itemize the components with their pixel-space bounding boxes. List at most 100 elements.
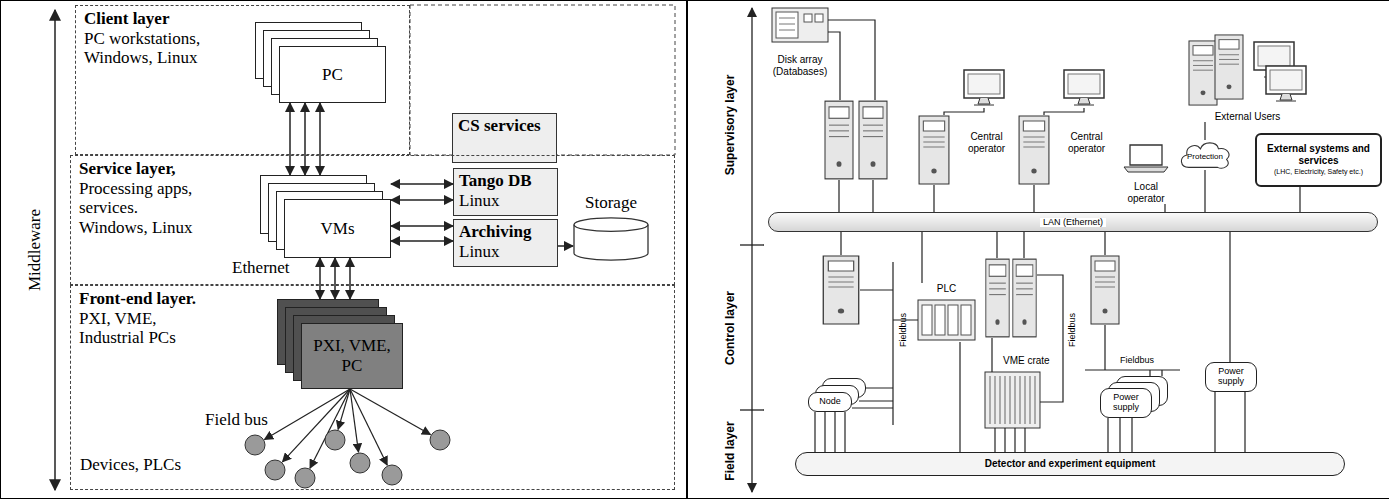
bus-label: Field bus [205, 410, 268, 430]
panel-frames [688, 1, 1389, 499]
device-circle [295, 468, 315, 488]
plc-icon [935, 305, 945, 335]
connector [1244, 392, 1245, 452]
external-users: External Users [1185, 32, 1310, 122]
layer-axis [740, 244, 764, 245]
layer-axis [740, 409, 764, 410]
layer-region: Service layer,Processing apps, services.… [70, 155, 675, 285]
server-icons [823, 256, 858, 324]
node-title: VME crate [1003, 355, 1050, 367]
network-wires [852, 262, 918, 425]
local-operator: Local operator [1120, 142, 1172, 204]
server-icons [986, 259, 1009, 337]
device-circle [265, 460, 285, 480]
storage-cylinder [574, 225, 648, 232]
connector [304, 103, 306, 175]
server-icons [823, 35, 1243, 337]
network-wires [1085, 325, 1180, 376]
connector [1204, 122, 1205, 140]
connector [319, 258, 321, 299]
connector [334, 258, 336, 299]
disk-array-icon [779, 18, 795, 19]
layer-label: Devices, PLCs [80, 455, 181, 475]
device-circle [325, 430, 345, 450]
database-box: Tango DBLinux [453, 168, 558, 216]
equipment-bar: Detector and experiment equipment [795, 452, 1345, 476]
device-circle [245, 435, 265, 455]
archiving-box: ArchivingLinux [453, 219, 558, 267]
layer-region: Client layerPC workstations, Windows, Li… [75, 5, 410, 155]
bus-wire [283, 389, 351, 462]
node-body: PXI, VME, Industrial PCs [79, 309, 204, 348]
disk-array-icon [779, 24, 795, 25]
connector [814, 412, 815, 452]
monitor-icons [964, 42, 1306, 105]
vme-crate: VME crate [985, 355, 1060, 428]
vm-stack: VMs [284, 199, 391, 258]
network-wires [944, 108, 1084, 115]
disk-array-icon [779, 30, 795, 31]
plc-icon [961, 305, 971, 335]
monitor-icons [1266, 66, 1306, 101]
connector [391, 240, 453, 242]
node-title: Service layer, [79, 159, 666, 179]
field-node: Node [808, 392, 852, 412]
storage-cylinder: Storage [573, 193, 649, 263]
protection-cloud: Protection [1178, 140, 1232, 170]
axis-label: Middleware [25, 209, 45, 291]
connector [1024, 428, 1025, 452]
network-wires [1037, 275, 1063, 402]
vme-crate-icon [990, 376, 1035, 424]
node-title: Central operator [958, 131, 1015, 154]
server-icons [1091, 256, 1119, 324]
node-title: Detector and experiment equipment [985, 459, 1156, 469]
node-title: Archiving [459, 222, 531, 242]
server-icons [919, 116, 949, 184]
connector [834, 412, 835, 452]
device-circle [430, 430, 450, 450]
network-wires [839, 180, 1034, 212]
monitor-icons [964, 70, 1004, 105]
server-icons [1019, 116, 1049, 184]
layer-axis [740, 8, 764, 492]
network-wires [841, 232, 1105, 258]
node-title: LAN (Ethernet) [1040, 218, 1106, 227]
bus-wire [338, 389, 350, 429]
connector [1131, 418, 1132, 452]
bus-label: Fieldbus [1120, 356, 1154, 365]
disk-array-icon [815, 14, 823, 22]
node-title: External Users [1215, 111, 1281, 123]
connector [959, 342, 960, 452]
connector [1299, 187, 1300, 212]
node-body: Linux [459, 191, 500, 211]
vme-crate-icon [985, 372, 1040, 428]
node-title: Local operator [1120, 181, 1172, 204]
bus-label: Fieldbus [1068, 313, 1077, 347]
node-title: VMs [320, 219, 354, 239]
server-icons [1189, 41, 1217, 105]
bus-wire [350, 389, 387, 465]
connector [319, 103, 321, 175]
panel-frames [1, 1, 687, 499]
node-body: Processing apps, services. Windows, Linu… [79, 179, 204, 238]
network-wires [828, 20, 875, 100]
connector [1229, 232, 1230, 362]
connector [558, 245, 573, 247]
monitor-icons [1064, 70, 1104, 105]
axis-label: Supervisory layer [724, 75, 736, 176]
node-title: Disk array (Databases) [765, 54, 835, 77]
bus-wire [310, 389, 350, 468]
bus-wire [350, 389, 430, 435]
device-circle [350, 453, 370, 473]
node-title: External systems and services [1261, 143, 1376, 166]
connector [349, 258, 351, 299]
disk-array-icon [772, 8, 828, 42]
connector [391, 183, 453, 185]
cloud-outline [1181, 143, 1228, 168]
laptop-icon [1130, 145, 1162, 165]
connector [1119, 418, 1120, 452]
node-title: CS services [458, 116, 541, 136]
network-wires [991, 338, 992, 372]
